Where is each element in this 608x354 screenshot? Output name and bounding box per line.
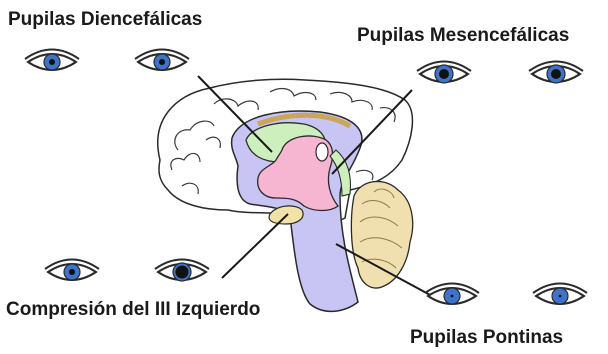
label-mesencephalic-pupils: Pupilas Mesencefálicas — [357, 25, 570, 46]
label-diencephalic-pupils: Pupilas Diencefálicas — [8, 9, 203, 30]
cerebellum — [350, 180, 414, 289]
eye-diencephalic-left — [24, 48, 80, 71]
leader-diencephalic — [197, 75, 273, 153]
cerebellum-folia — [359, 188, 403, 269]
fornix-band — [257, 112, 352, 129]
gyri — [170, 87, 396, 195]
tectum — [329, 149, 352, 197]
eye-mesencephalic-right — [528, 60, 584, 84]
aqueduct — [315, 142, 329, 162]
leader-mesencephalic — [331, 89, 413, 175]
eye-pontine-right — [532, 282, 588, 305]
eye-compression-left — [44, 258, 100, 281]
leader-lines — [197, 75, 433, 297]
eye-compression-right — [154, 258, 210, 282]
eye-pontine-left — [424, 282, 480, 305]
leader-pontine — [335, 243, 433, 297]
eye-mesencephalic-left — [416, 60, 472, 84]
label-pontine-pupils: Pupilas Pontinas — [410, 327, 564, 348]
eye-diencephalic-right — [134, 48, 190, 71]
leader-compression — [221, 213, 289, 279]
label-third-nerve-compression: Compresión del III Izquierdo — [6, 299, 261, 320]
